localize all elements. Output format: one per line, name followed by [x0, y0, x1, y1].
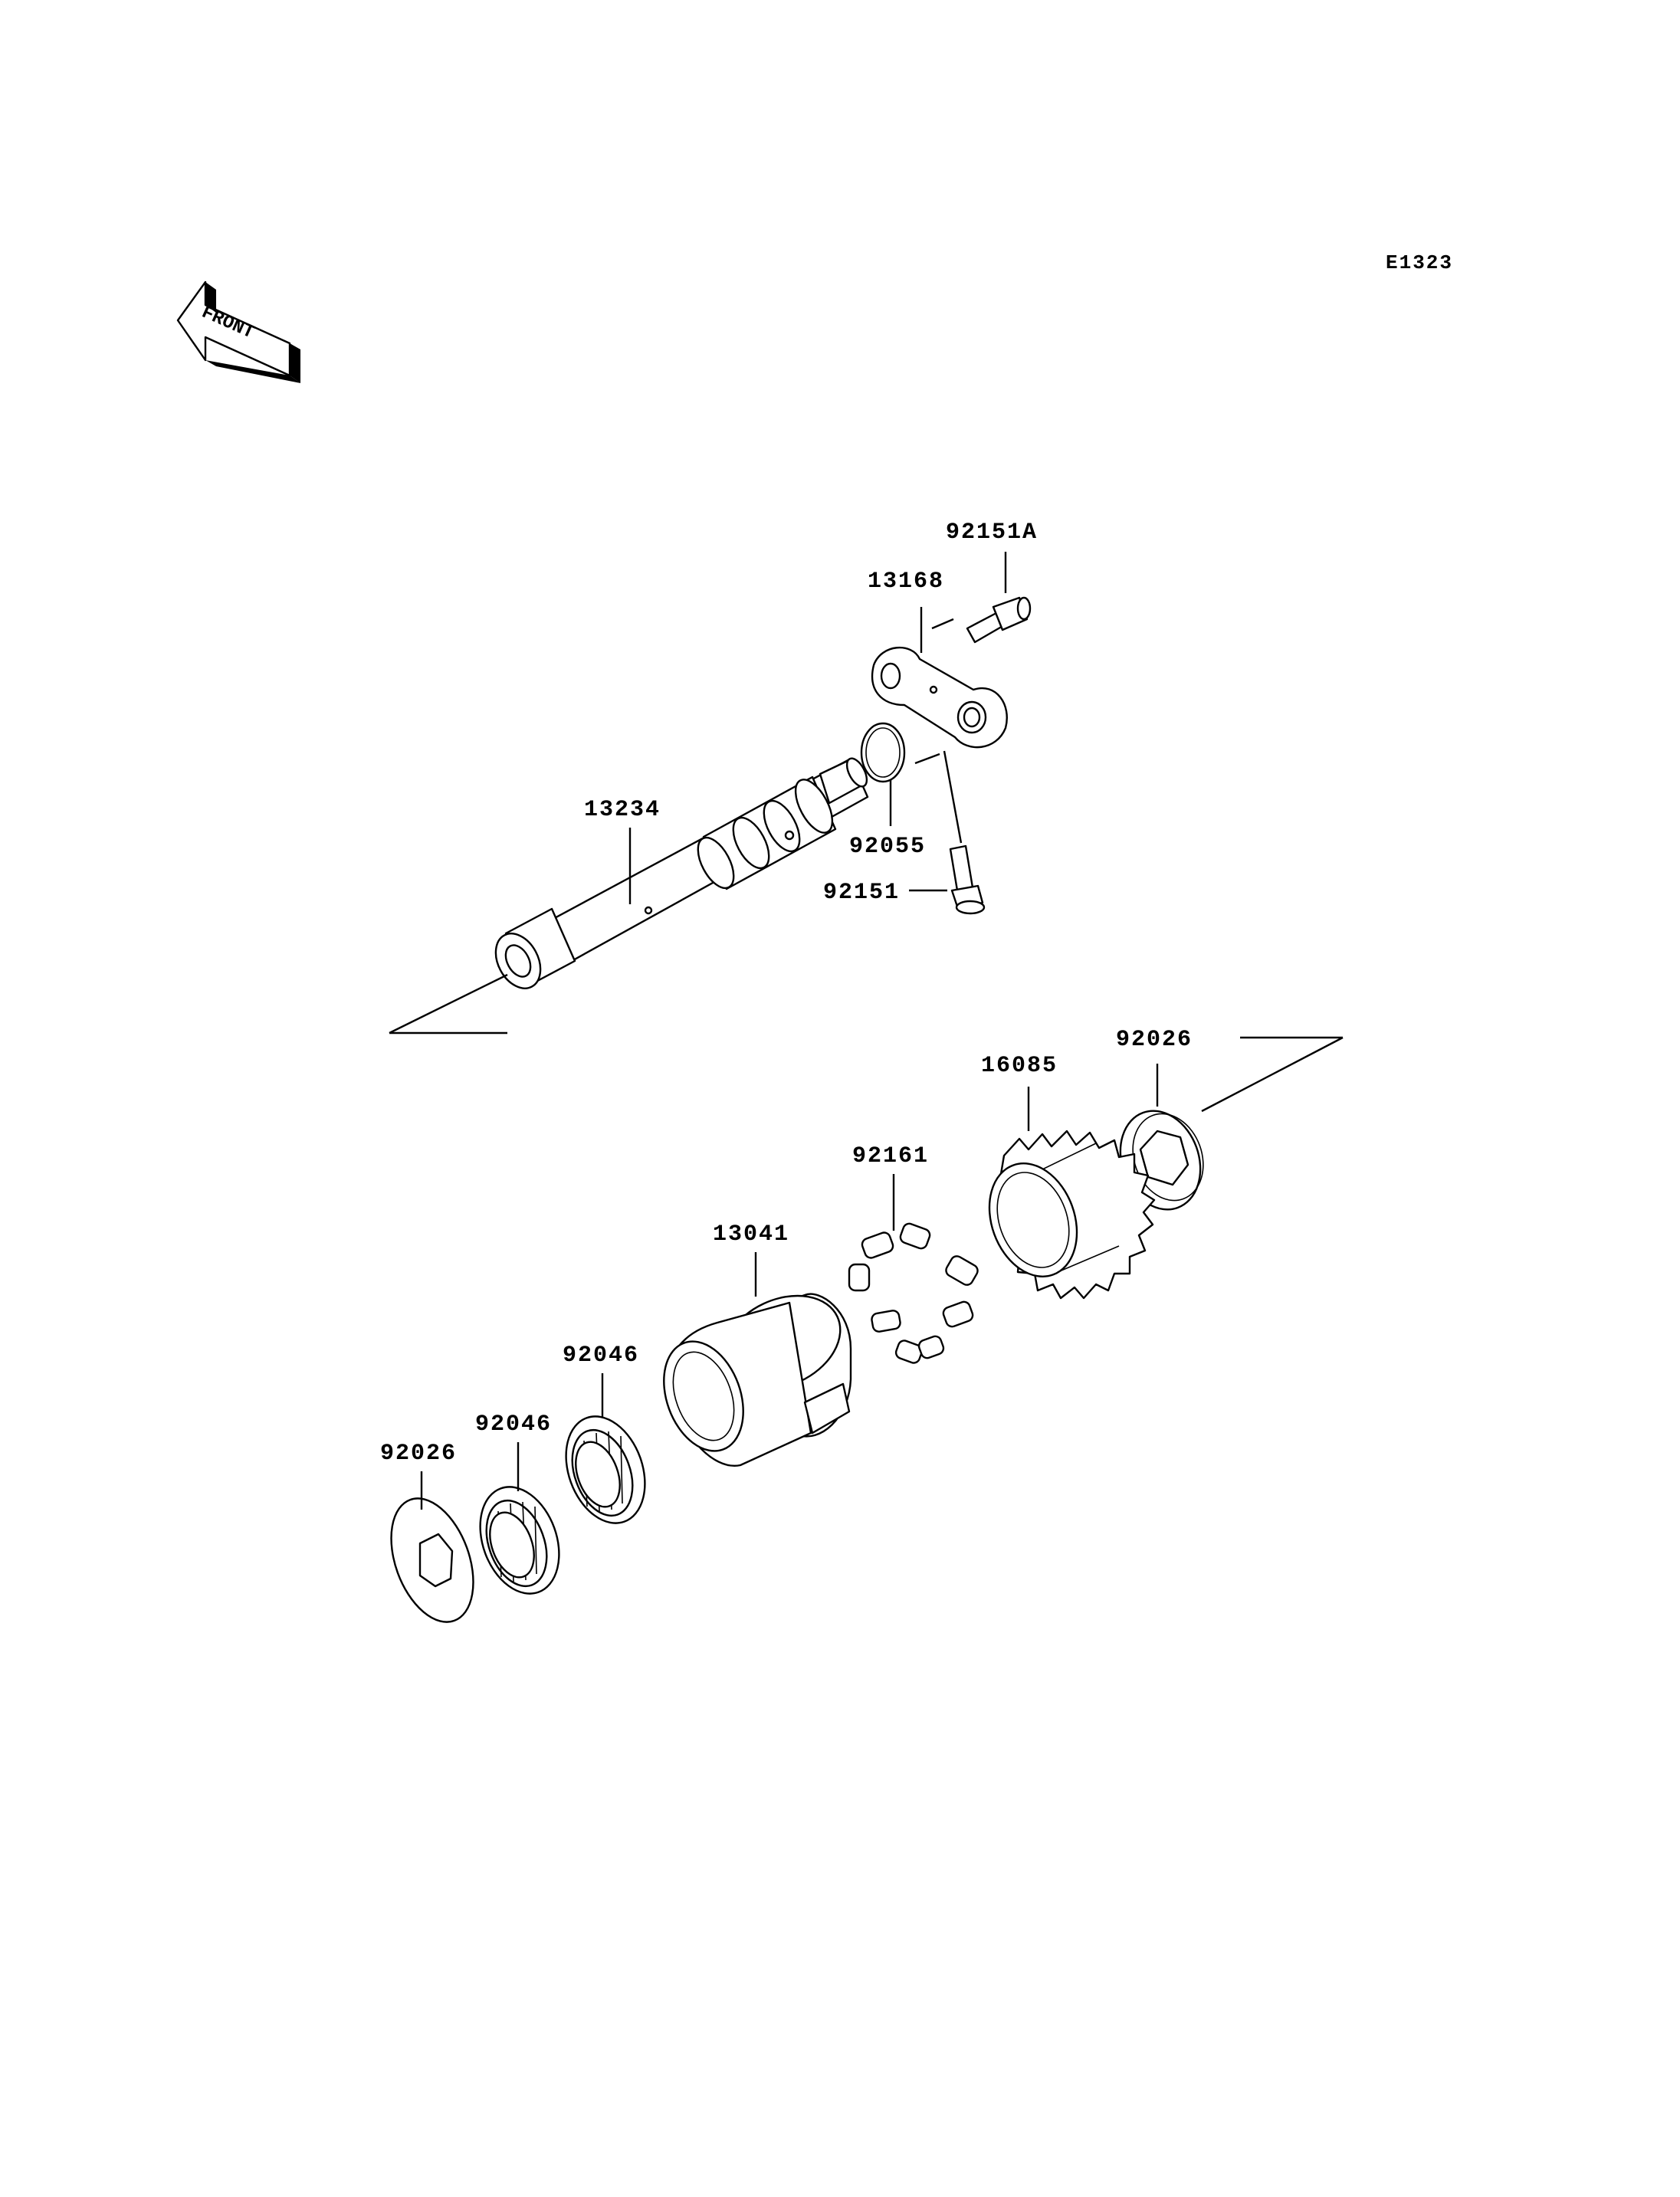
o-ring-92055	[860, 722, 906, 783]
label-92046-upper: 92046	[563, 1343, 639, 1369]
label-13041: 13041	[713, 1221, 789, 1248]
bearing-92046-lower	[479, 1486, 560, 1595]
label-92055: 92055	[849, 834, 926, 860]
label-13168: 13168	[868, 569, 944, 595]
lever-13168	[871, 647, 1008, 749]
shaft-13234	[494, 757, 869, 989]
label-92151A: 92151A	[946, 520, 1038, 546]
dampers-92161	[848, 1222, 979, 1364]
bolt-92151	[949, 844, 986, 915]
label-16085: 16085	[981, 1053, 1058, 1079]
label-13234: 13234	[584, 797, 661, 823]
gear-16085	[988, 1130, 1156, 1300]
front-arrow-icon: FRONT	[176, 280, 300, 383]
diagram-code: E1323	[1386, 251, 1453, 274]
bearing-92046-upper	[565, 1415, 646, 1524]
label-92026-right: 92026	[1116, 1027, 1193, 1053]
label-92026-left: 92026	[380, 1441, 457, 1467]
label-92046-lower: 92046	[475, 1412, 552, 1438]
bolt-92151A	[966, 596, 1032, 644]
hub-13041	[663, 1293, 852, 1467]
washer-92026-left	[390, 1497, 474, 1623]
label-92151: 92151	[823, 880, 900, 906]
label-92161: 92161	[852, 1143, 929, 1169]
